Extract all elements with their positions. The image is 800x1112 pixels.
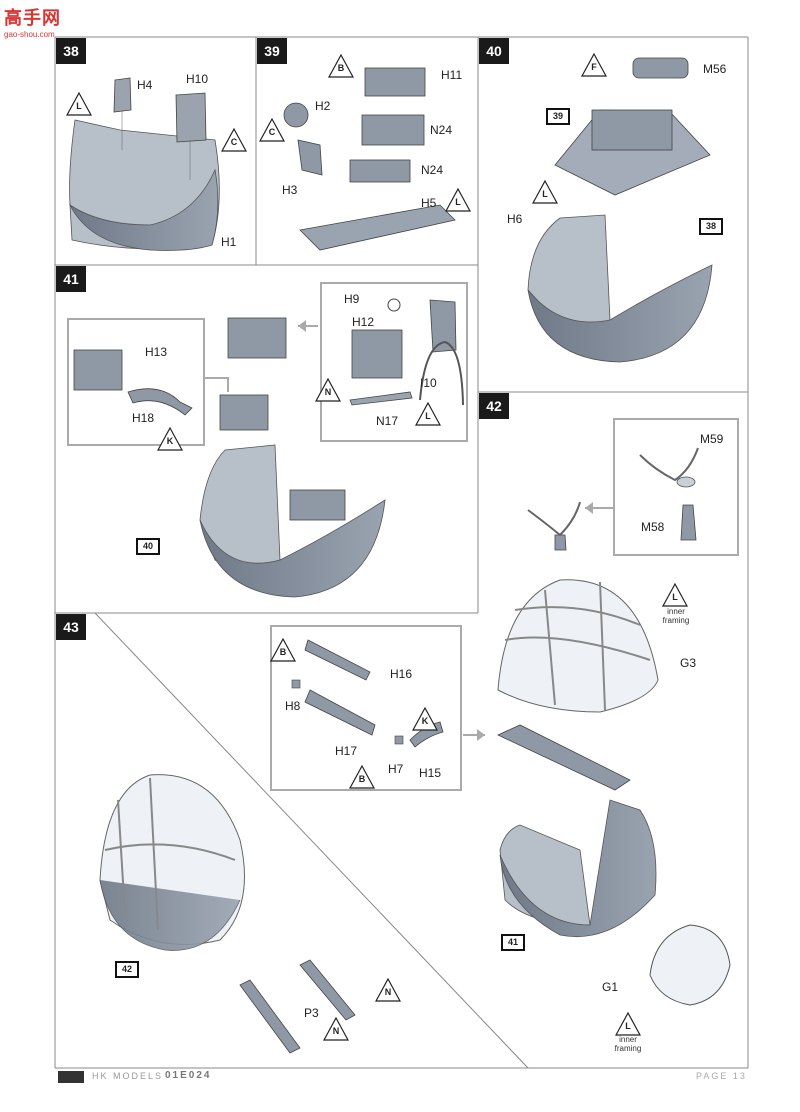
label-h3: H3	[282, 183, 298, 197]
label-h16: H16	[390, 667, 413, 681]
watermark-url: gao-shou.com	[4, 30, 55, 39]
label-h2: H2	[315, 99, 331, 113]
label-h7: H7	[388, 762, 404, 776]
warning-triangle-icon	[157, 427, 183, 451]
warning-triangle-icon	[581, 53, 607, 77]
step-41: 41	[56, 266, 86, 292]
subframe-41-detail-a	[67, 318, 205, 446]
label-i10: I10	[420, 376, 437, 390]
page-number: PAGE 13	[696, 1071, 747, 1081]
ref-step-38: 38	[699, 218, 723, 235]
warning-triangle-icon	[66, 92, 92, 116]
warning-triangle-icon	[315, 378, 341, 402]
label-h10: H10	[186, 72, 209, 86]
paint-callout-l-41: L	[415, 402, 441, 426]
footer-code: 01E024	[165, 1070, 212, 1081]
warning-triangle-icon	[270, 638, 296, 662]
label-g3: G3	[680, 656, 697, 670]
label-h8: H8	[285, 699, 301, 713]
label-h4: H4	[137, 78, 153, 92]
warning-triangle-icon	[412, 707, 438, 731]
label-p3: P3	[304, 1006, 319, 1020]
label-m58: M58	[641, 520, 665, 534]
label-h1: H1	[221, 235, 237, 249]
paint-callout-l-42-bottom: L	[615, 1012, 641, 1036]
subframe-43-detail	[270, 625, 462, 791]
label-m59: M59	[700, 432, 724, 446]
paint-callout-f-40: F	[581, 53, 607, 77]
ref-step-39: 39	[546, 108, 570, 125]
label-h11: H11	[441, 68, 463, 82]
step-38: 38	[56, 38, 86, 64]
warning-triangle-icon	[532, 180, 558, 204]
paint-callout-k-41: K	[157, 427, 183, 451]
warning-triangle-icon	[259, 118, 285, 142]
paint-callout-c-38: C	[221, 128, 247, 152]
subframe-42-detail	[613, 418, 739, 556]
paint-callout-b-39: B	[328, 54, 354, 78]
warning-triangle-icon	[375, 978, 401, 1002]
paint-callout-l-40: L	[532, 180, 558, 204]
subframe-41-detail-b	[320, 282, 468, 442]
ref-step-40: 40	[136, 538, 160, 555]
warning-triangle-icon	[328, 54, 354, 78]
paint-callout-l-42-top: L	[662, 583, 688, 607]
ref-step-41: 41	[501, 934, 525, 951]
label-g1: G1	[602, 980, 619, 994]
ref-step-42: 42	[115, 961, 139, 978]
warning-triangle-icon	[662, 583, 688, 607]
label-h13: H13	[145, 345, 168, 359]
watermark-brand: 高手网	[4, 8, 61, 28]
step-42: 42	[479, 393, 509, 419]
warning-triangle-icon	[221, 128, 247, 152]
label-h9: H9	[344, 292, 360, 306]
paint-callout-b-43-top: B	[270, 638, 296, 662]
paint-callout-k-43: K	[412, 707, 438, 731]
label-m56: M56	[703, 62, 727, 76]
label-h12: H12	[352, 315, 375, 329]
label-n24-upper: N24	[430, 123, 453, 137]
warning-triangle-icon	[323, 1017, 349, 1041]
label-h18: H18	[132, 411, 155, 425]
warning-triangle-icon	[615, 1012, 641, 1036]
step-40: 40	[479, 38, 509, 64]
warning-triangle-icon	[415, 402, 441, 426]
label-n17: N17	[376, 414, 399, 428]
paint-callout-c-39: C	[259, 118, 285, 142]
step-39: 39	[257, 38, 287, 64]
footer-logo	[58, 1071, 84, 1083]
step-43: 43	[56, 614, 86, 640]
paint-callout-n-43-upper: N	[375, 978, 401, 1002]
paint-callout-l-38: L	[66, 92, 92, 116]
warning-triangle-icon	[349, 765, 375, 789]
label-h6: H6	[507, 212, 523, 226]
warning-triangle-icon	[445, 188, 471, 212]
footer-brand: HK MODELS	[92, 1071, 164, 1081]
watermark-logo: 高手网 gao-shou.com	[4, 4, 76, 40]
paint-callout-n-41: N	[315, 378, 341, 402]
label-n24-lower: N24	[421, 163, 444, 177]
label-h15: H15	[419, 766, 442, 780]
label-h5: H5	[421, 196, 437, 210]
paint-callout-l-39: L	[445, 188, 471, 212]
label-h17: H17	[335, 744, 358, 758]
paint-callout-n-43-lower: N	[323, 1017, 349, 1041]
paint-callout-b-43-bottom: B	[349, 765, 375, 789]
